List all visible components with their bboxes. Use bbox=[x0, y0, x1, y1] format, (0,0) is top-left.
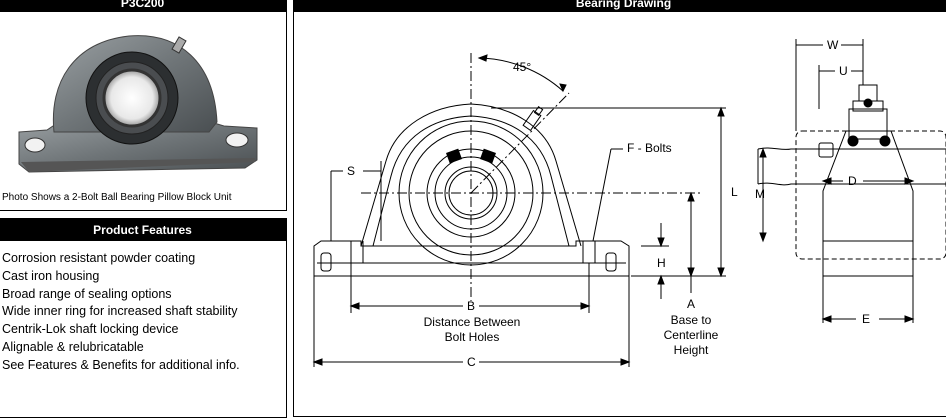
dim-e-label: E bbox=[862, 312, 870, 326]
dim-b-desc-1: Distance Between bbox=[424, 315, 521, 329]
dim-l-label: L bbox=[731, 185, 738, 199]
feature-item: Corrosion resistant powder coating bbox=[2, 251, 196, 265]
bearing-drawing: 45° S F - Bolts L H B Distance Between B… bbox=[312, 38, 946, 369]
dim-a-desc-3: Height bbox=[674, 343, 709, 357]
photo-panel: P3C200 Photo Shows a 2-Bolt Ba bbox=[0, 0, 287, 211]
side-view bbox=[757, 39, 946, 323]
dim-d-label: D bbox=[848, 174, 857, 188]
photo-caption: Photo Shows a 2-Bolt Ball Bearing Pillow… bbox=[2, 192, 232, 203]
pillow-block-photo bbox=[18, 35, 258, 173]
dim-s-label: S bbox=[347, 164, 355, 178]
feature-item: Wide inner ring for increased shaft stab… bbox=[2, 304, 238, 319]
dim-h-label: H bbox=[657, 256, 666, 270]
dim-u-label: U bbox=[839, 64, 848, 78]
bearing-drawing-panel: 45° S F - Bolts L H B Distance Between B… bbox=[293, 0, 946, 417]
angle-label: 45° bbox=[513, 60, 531, 74]
f-bolts-label: F - Bolts bbox=[627, 141, 672, 155]
dim-m-label: M bbox=[755, 187, 765, 201]
feature-item: Cast iron housing bbox=[2, 268, 100, 283]
dim-c-label: C bbox=[467, 355, 476, 369]
product-features-title: Product Features bbox=[0, 219, 286, 241]
feature-item: Centrik-Lok shaft locking device bbox=[2, 322, 179, 337]
feature-item: Alignable & relubricatable bbox=[2, 339, 144, 354]
dim-w-label: W bbox=[827, 38, 839, 52]
feature-item[interactable]: See Features & Benefits for additional i… bbox=[2, 357, 240, 372]
product-features-panel: Product Features Corrosion resistant pow… bbox=[0, 218, 287, 418]
front-view bbox=[312, 53, 726, 367]
dim-a-desc-2: Centerline bbox=[664, 328, 719, 342]
dim-b-desc-2: Bolt Holes bbox=[445, 330, 500, 344]
photo-panel-title: P3C200 bbox=[0, 0, 286, 12]
feature-item: Broad range of sealing options bbox=[2, 286, 172, 301]
product-features-list: Corrosion resistant powder coating Cast … bbox=[2, 250, 240, 375]
dim-a-desc-1: Base to bbox=[671, 313, 712, 327]
dim-a-label: A bbox=[687, 297, 695, 311]
dim-b-label: B bbox=[467, 299, 475, 313]
bearing-drawing-title: Bearing Drawing bbox=[294, 0, 946, 12]
